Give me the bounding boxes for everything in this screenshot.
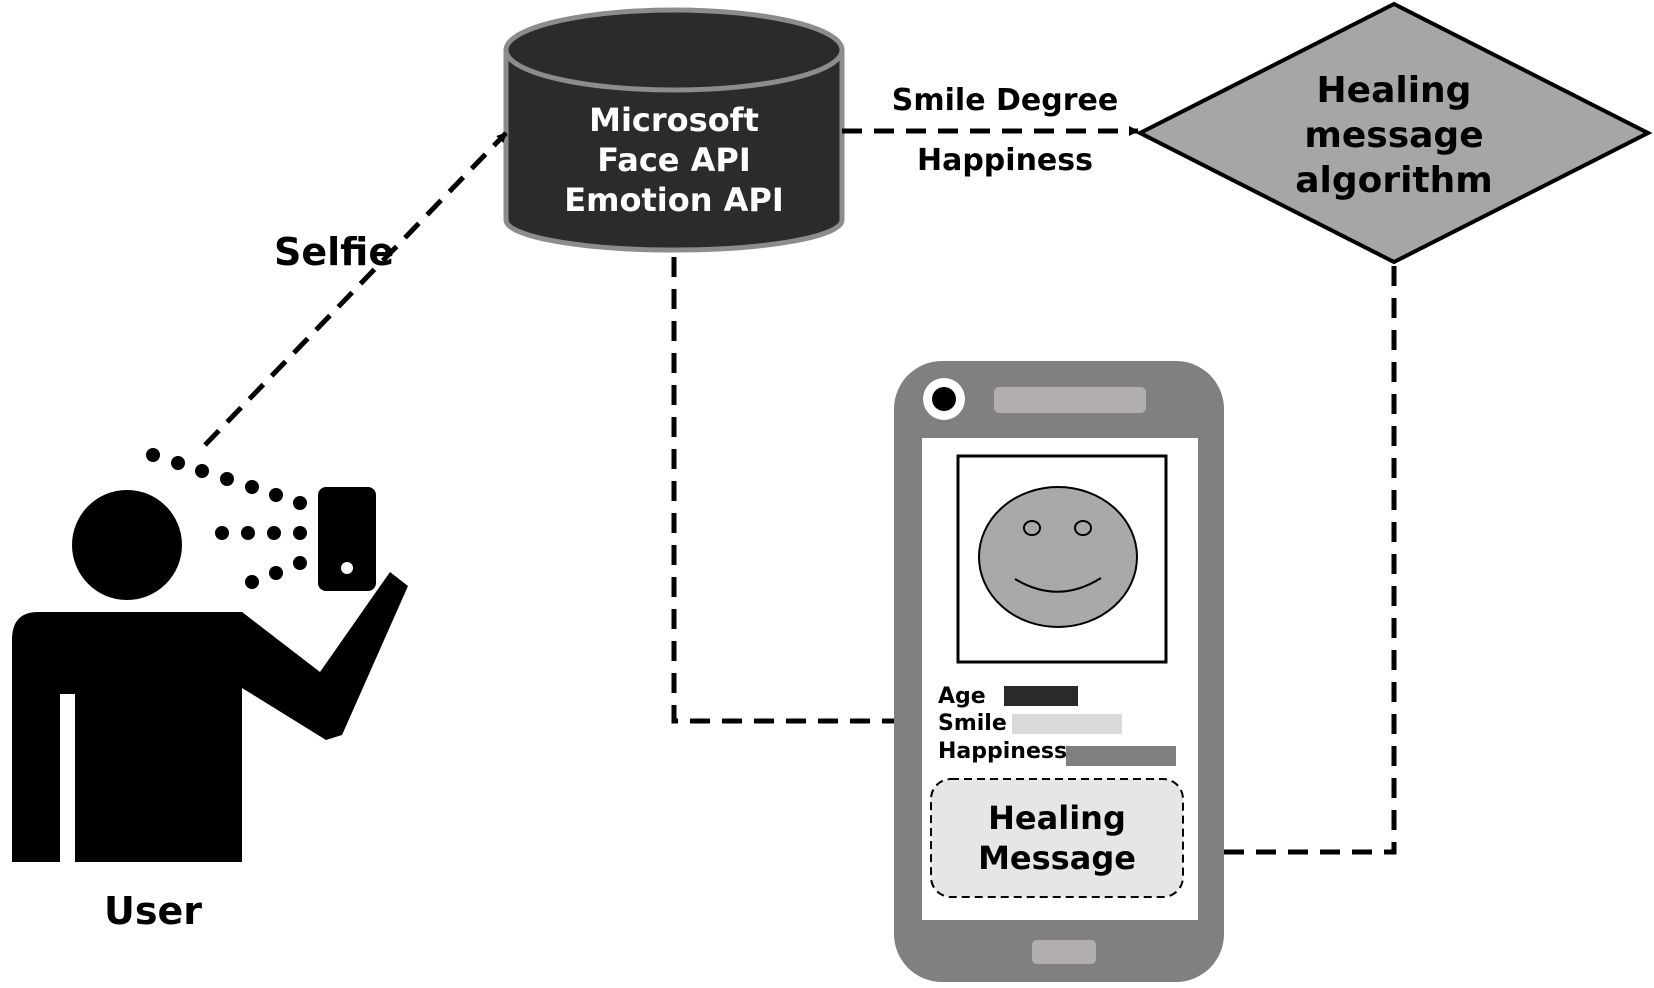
smile-label: Smile xyxy=(938,711,1007,736)
algorithm-to-message-arrow xyxy=(1147,266,1397,857)
smiley-face-icon xyxy=(978,486,1138,628)
happiness-field-label: Happiness xyxy=(938,739,1067,764)
smartphone: Age Smile Happiness Healing Message xyxy=(894,361,1224,982)
user-arm xyxy=(242,572,408,740)
selfie-label: Selfie xyxy=(274,230,394,274)
user-figure xyxy=(12,448,408,862)
user-label: User xyxy=(104,889,202,933)
smile-bar xyxy=(1012,714,1122,734)
healing-message-line1: Healing xyxy=(988,799,1126,837)
selfie-arrow xyxy=(203,131,508,447)
algorithm-label-line3: algorithm xyxy=(1295,160,1493,201)
connectors xyxy=(203,126,1397,857)
phone-speaker xyxy=(994,387,1146,413)
capture-dots-icon xyxy=(146,448,307,589)
happiness-bar xyxy=(1066,746,1176,766)
healing-message-box xyxy=(930,778,1184,898)
age-bar xyxy=(1004,686,1078,706)
algorithm-label-line1: Healing xyxy=(1317,70,1472,111)
database-label-line2: Face API xyxy=(597,141,751,179)
phone-home-button[interactable] xyxy=(1032,940,1096,964)
database-to-phone-arrow xyxy=(671,257,925,726)
database-label-line1: Microsoft xyxy=(589,101,759,139)
happiness-label: Happiness xyxy=(917,143,1093,178)
user-head xyxy=(72,490,182,600)
phone-camera-lens xyxy=(932,387,956,411)
handheld-phone-lens xyxy=(341,562,353,574)
face-api-database: Microsoft Face API Emotion API xyxy=(503,7,845,253)
handheld-phone-icon xyxy=(318,487,376,591)
age-label: Age xyxy=(938,684,986,709)
healing-algorithm-diamond: Healing message algorithm xyxy=(1135,1,1653,265)
healing-message-line2: Message xyxy=(978,839,1136,877)
database-label-line3: Emotion API xyxy=(564,181,783,219)
user-body xyxy=(12,612,352,862)
smile-degree-label: Smile Degree xyxy=(892,83,1118,118)
algorithm-label-line2: message xyxy=(1304,115,1483,156)
